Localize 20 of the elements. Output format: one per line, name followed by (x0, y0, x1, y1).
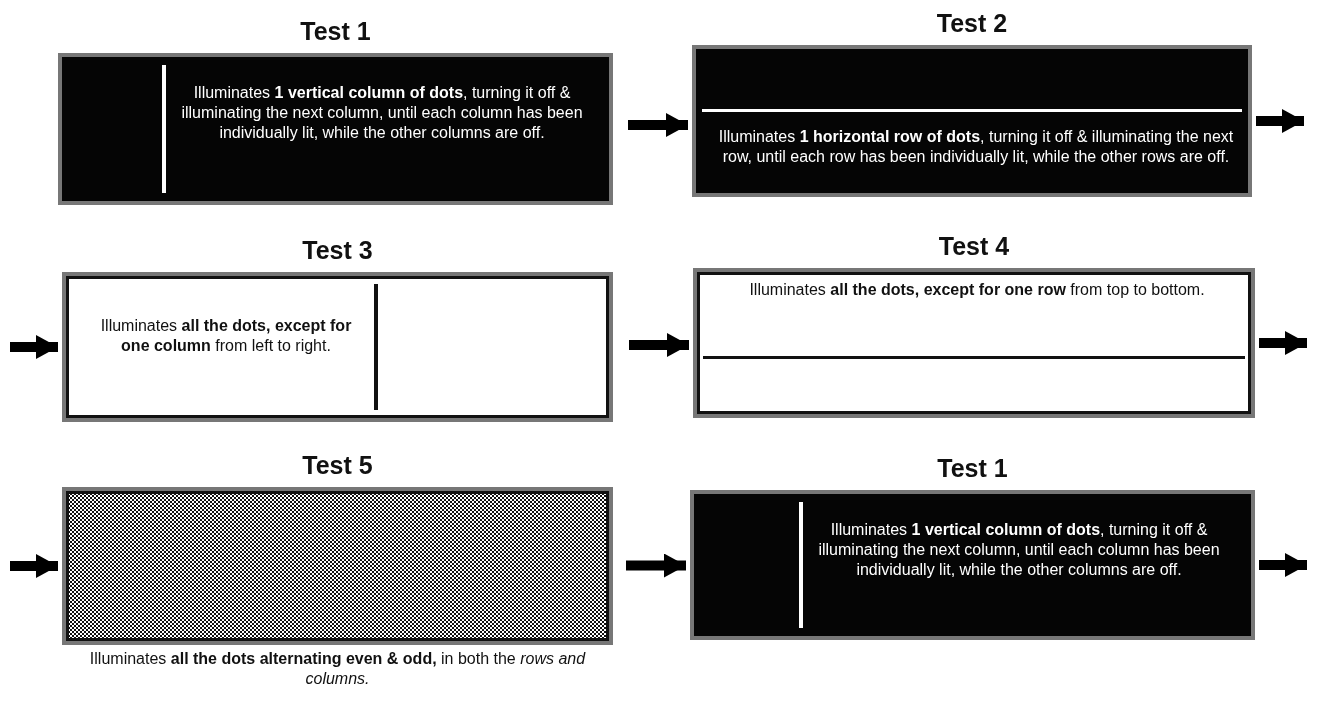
arrow (629, 333, 689, 357)
description-text: Illuminates 1 vertical column of dots, turning it off & illuminating the next column, until each column has been individually lit, while the other columns are off. (817, 520, 1221, 580)
panel-heading: Test 1 (936, 454, 1009, 483)
arrow (626, 553, 686, 578)
panel-heading: Test 2 (935, 9, 1009, 38)
description-text: Illuminates 1 vertical column of dots, turning it off & illuminating the next column, until each column has been individually lit, while the other columns are off. (180, 83, 584, 143)
panel-heading: Test 3 (301, 236, 374, 265)
arrow (1259, 331, 1307, 355)
description-text: Illuminates all the dots, except for one row from top to bottom. (748, 280, 1206, 300)
description-text: Illuminates all the dots, except for one column from left to right. (99, 316, 353, 356)
arrow (10, 335, 58, 359)
arrow (1256, 109, 1304, 133)
panel-heading: Test 4 (937, 232, 1011, 261)
description-text: Illuminates 1 horizontal row of dots, turning it off & illuminating the next row, until each row has been individually lit, while the other rows are off. (717, 127, 1235, 167)
panel-heading: Test 1 (299, 17, 372, 46)
description-text: Illuminates all the dots alternating even & odd, in both the rows and columns. (88, 649, 587, 689)
panel-heading: Test 5 (301, 451, 374, 480)
arrow (628, 113, 688, 137)
arrow (1259, 553, 1307, 577)
arrow (10, 554, 58, 578)
